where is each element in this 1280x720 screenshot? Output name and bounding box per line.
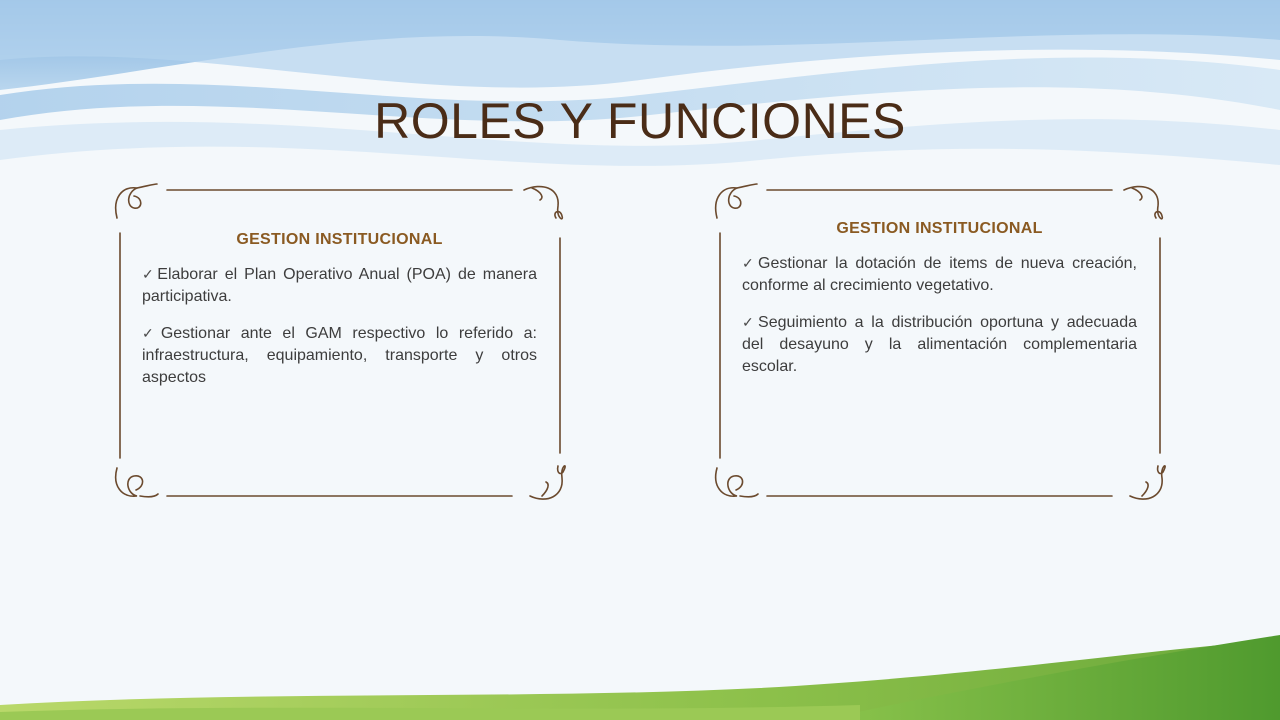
panel-content: GESTION INSTITUCIONAL ✓Elaborar el Plan … [142, 231, 537, 403]
check-icon: ✓ [742, 314, 758, 330]
list-item-text: Gestionar la dotación de items de nueva … [742, 255, 1137, 294]
check-icon: ✓ [142, 325, 160, 341]
ornamental-frame [715, 183, 1166, 500]
panel-content: GESTION INSTITUCIONAL ✓Gestionar la dota… [742, 220, 1137, 392]
ornamental-frame [115, 183, 566, 500]
page-title: ROLES Y FUNCIONES [374, 93, 906, 149]
bullet-list: ✓Elaborar el Plan Operativo Anual (POA) … [142, 263, 537, 389]
panel-right: GESTION INSTITUCIONAL ✓Gestionar la dota… [712, 178, 1172, 508]
list-item-text: Seguimiento a la distribución oportuna y… [742, 314, 1138, 375]
list-item: ✓Seguimiento a la distribución oportuna … [742, 311, 1137, 378]
list-item: ✓Gestionar la dotación de items de nueva… [742, 252, 1137, 297]
panel-left: GESTION INSTITUCIONAL ✓Elaborar el Plan … [112, 178, 572, 508]
section-heading: GESTION INSTITUCIONAL [836, 220, 1043, 237]
check-icon: ✓ [142, 266, 157, 282]
bullet-list: ✓Gestionar la dotación de items de nueva… [742, 252, 1137, 378]
section-heading: GESTION INSTITUCIONAL [236, 231, 443, 248]
list-item-text: Gestionar ante el GAM respectivo lo refe… [142, 325, 537, 386]
list-item: ✓Elaborar el Plan Operativo Anual (POA) … [142, 263, 537, 308]
list-item-text: Elaborar el Plan Operativo Anual (POA) d… [142, 266, 538, 305]
check-icon: ✓ [742, 255, 758, 271]
list-item: ✓Gestionar ante el GAM respectivo lo ref… [142, 322, 537, 389]
